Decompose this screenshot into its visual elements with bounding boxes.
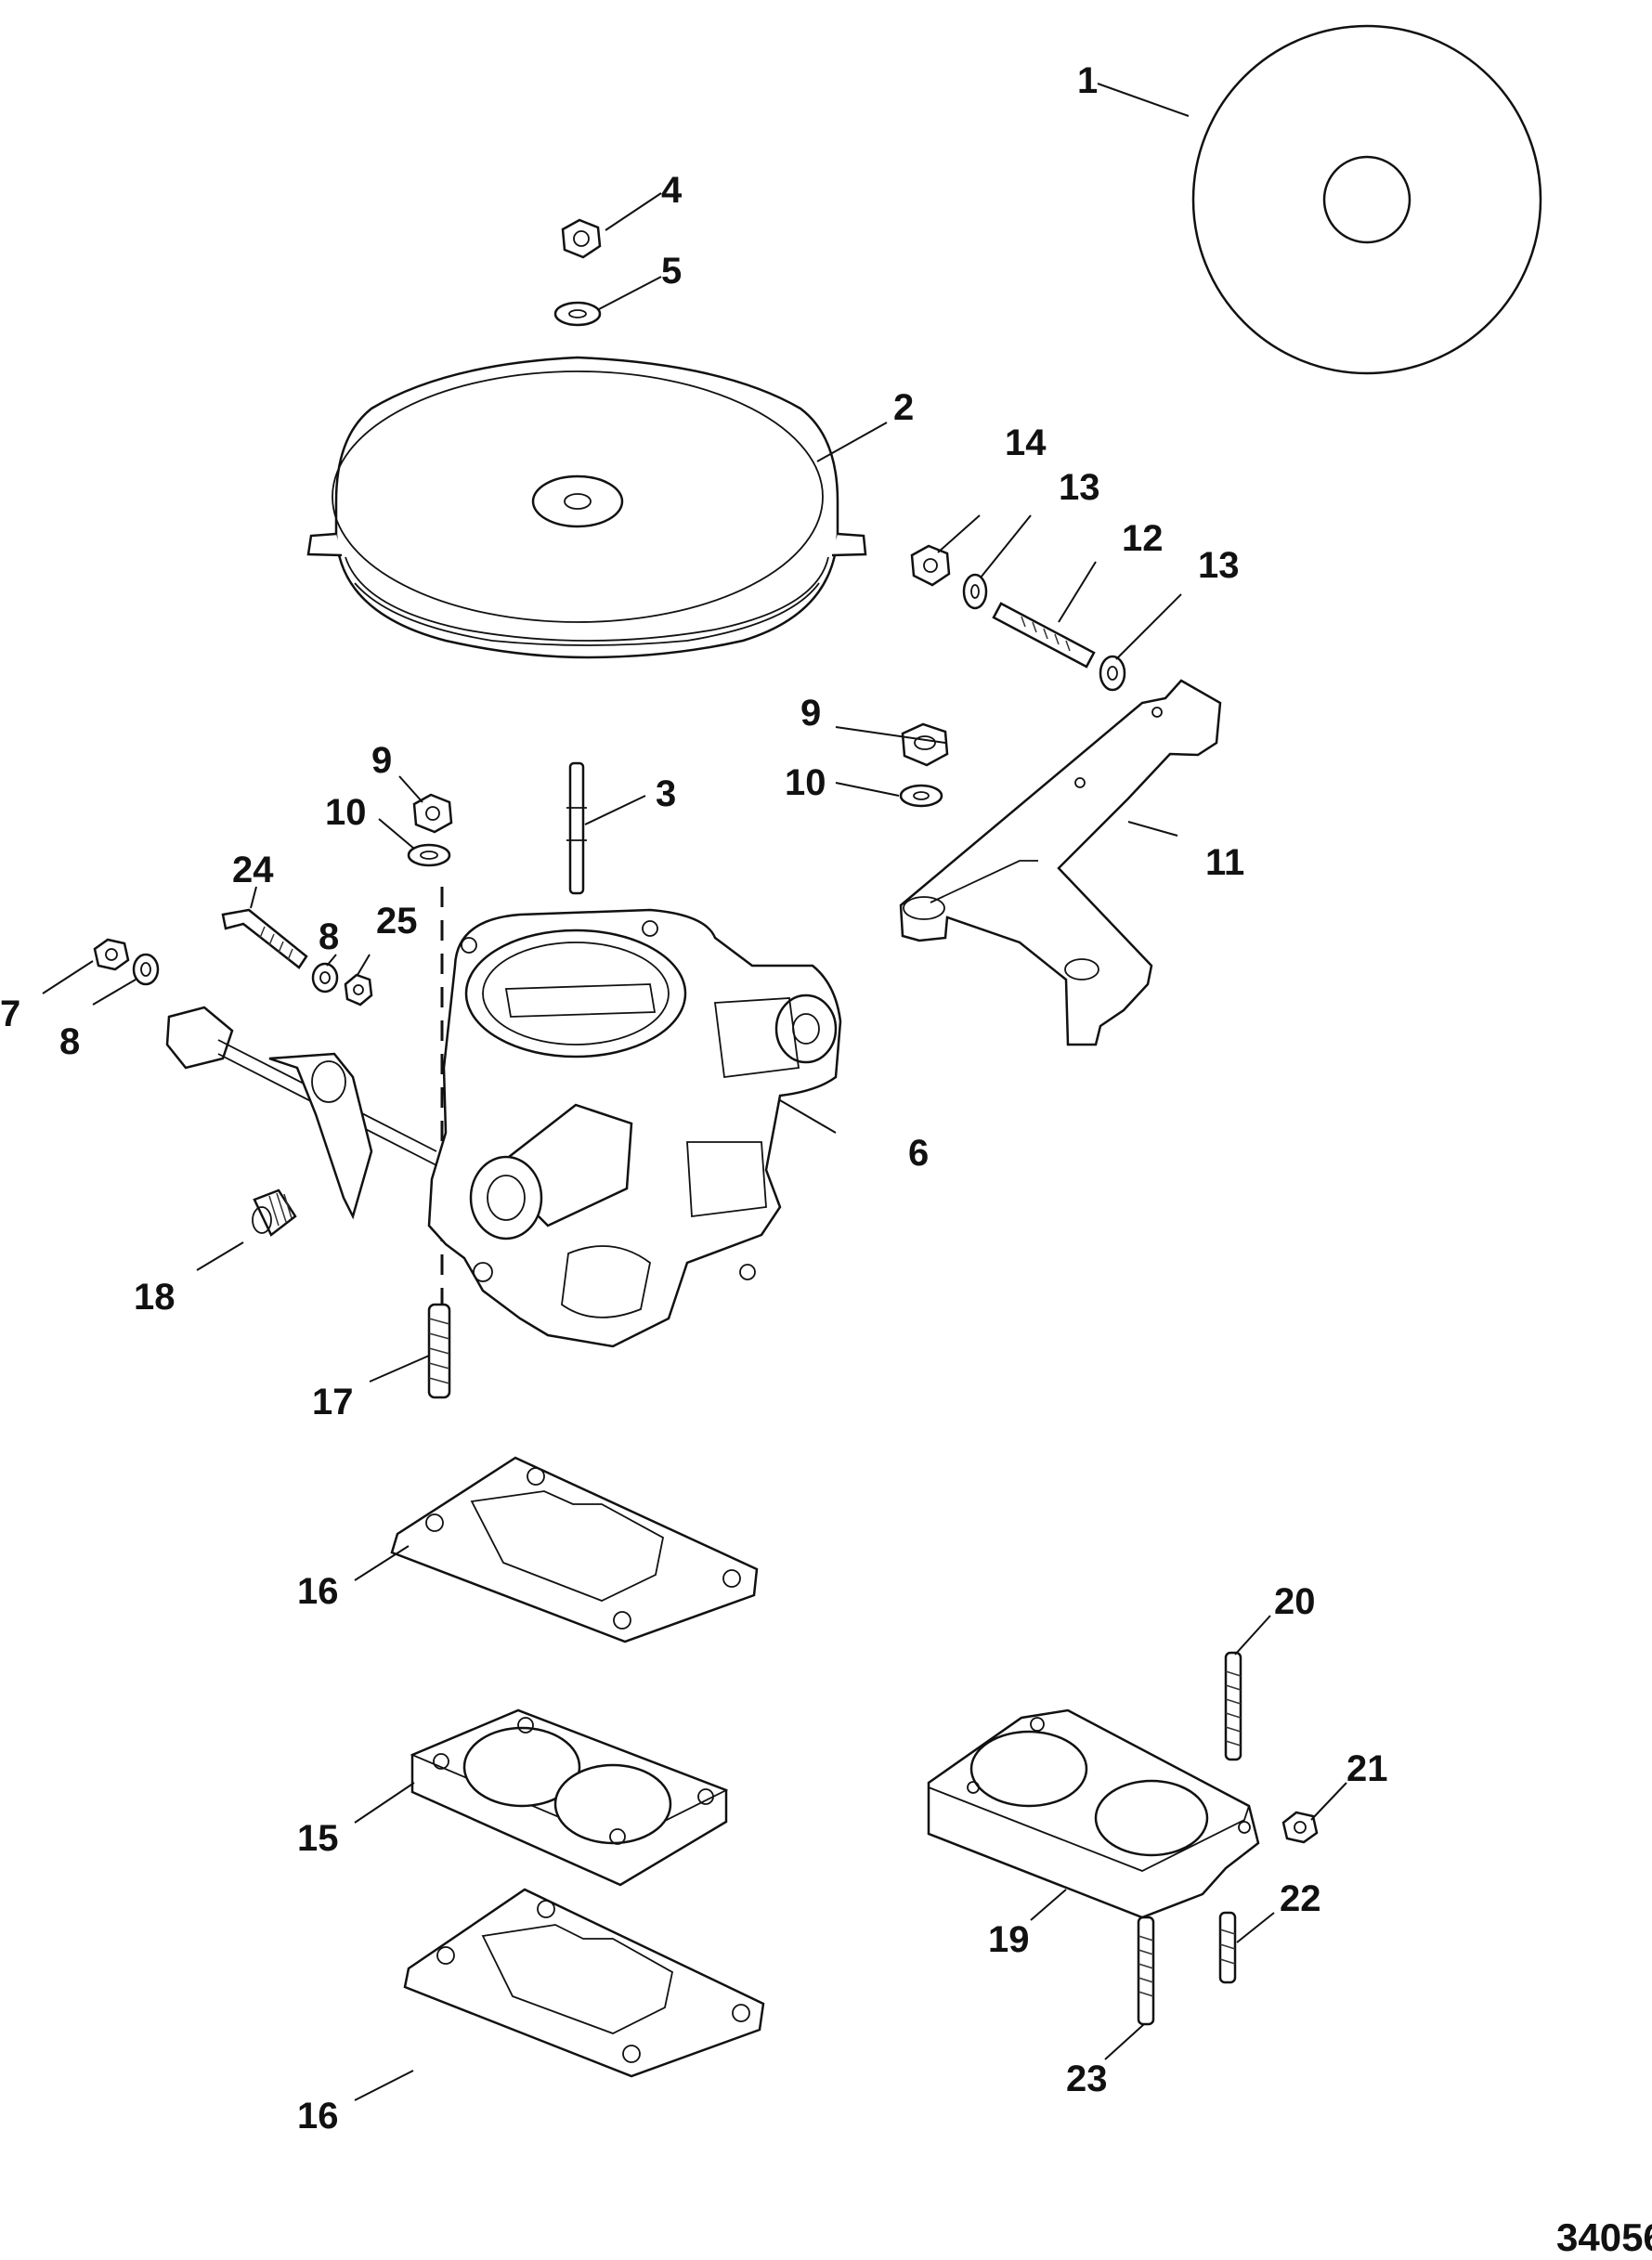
part-nut-9-right xyxy=(901,722,949,767)
part-stud-12 xyxy=(992,602,1096,669)
callout-13-upper: 13 xyxy=(1059,467,1100,508)
part-gasket-16-lower xyxy=(403,1888,765,2078)
callout-22: 22 xyxy=(1280,1878,1321,1919)
callout-18: 18 xyxy=(134,1277,176,1318)
callout-1: 1 xyxy=(1077,60,1098,101)
callout-6: 6 xyxy=(908,1133,929,1174)
callout-10-left: 10 xyxy=(325,792,367,833)
callout-11: 11 xyxy=(1205,842,1244,883)
callout-8-upper: 8 xyxy=(319,916,339,957)
callout-14: 14 xyxy=(1005,422,1047,463)
part-washer-10-right xyxy=(899,784,943,808)
part-nut-25 xyxy=(344,973,373,1007)
part-nut-21 xyxy=(1281,1811,1319,1844)
callout-8-left: 8 xyxy=(59,1021,80,1062)
callout-labels: 1 2 3 4 5 6 7 8 8 9 9 10 10 11 12 13 13 … xyxy=(0,60,1388,2137)
part-stud-23 xyxy=(1137,1916,1155,2026)
part-air-filter-element xyxy=(1191,24,1542,375)
callout-9-left: 9 xyxy=(371,740,392,781)
callout-5: 5 xyxy=(661,251,682,292)
callout-16-lower: 16 xyxy=(297,2096,339,2137)
callout-9-right: 9 xyxy=(800,693,821,734)
callout-12: 12 xyxy=(1122,518,1164,559)
part-nut-4 xyxy=(561,218,602,259)
callout-3: 3 xyxy=(656,773,676,814)
callout-25: 25 xyxy=(376,901,418,942)
callout-4: 4 xyxy=(661,170,683,211)
part-nut-14 xyxy=(910,544,951,587)
part-carburetor-6 xyxy=(427,908,842,1348)
part-washer-13-upper xyxy=(962,573,988,610)
leader-lines xyxy=(42,83,1347,2101)
part-stud-22 xyxy=(1218,1911,1237,1984)
part-gasket-16-upper xyxy=(390,1456,759,1643)
part-washer-5 xyxy=(553,301,602,327)
part-washer-8-left xyxy=(132,953,160,986)
part-washer-8-upper xyxy=(311,962,339,994)
part-bracket-11 xyxy=(899,679,1222,1046)
part-wiring-harness xyxy=(165,1006,437,1220)
callout-10-right: 10 xyxy=(785,762,826,803)
figure-number: 34056 xyxy=(1556,2215,1652,2259)
callout-20: 20 xyxy=(1274,1581,1316,1622)
part-washer-13-lower xyxy=(1099,655,1126,692)
callout-19: 19 xyxy=(988,1919,1030,1960)
part-stud-24 xyxy=(221,908,308,969)
callout-17: 17 xyxy=(312,1382,354,1422)
part-fitting-18 xyxy=(252,1188,297,1237)
callout-16-upper: 16 xyxy=(297,1571,339,1612)
callout-2: 2 xyxy=(893,387,914,428)
callout-15: 15 xyxy=(297,1818,339,1859)
part-spacer-15 xyxy=(410,1708,729,1887)
part-adaptor-19 xyxy=(927,1708,1260,1919)
callout-24: 24 xyxy=(232,850,274,890)
part-nut-7 xyxy=(93,938,130,971)
part-stud-17 xyxy=(427,1303,451,1399)
part-stud-20 xyxy=(1224,1651,1242,1761)
callout-21: 21 xyxy=(1346,1748,1388,1789)
part-nut-9-left xyxy=(412,793,453,834)
callout-7: 7 xyxy=(0,994,20,1034)
callout-23: 23 xyxy=(1066,2059,1108,2099)
part-stud-3 xyxy=(566,761,587,895)
part-washer-10-left xyxy=(407,843,451,867)
callout-13-lower: 13 xyxy=(1198,545,1240,586)
part-flame-arrestor-cover xyxy=(306,356,867,659)
